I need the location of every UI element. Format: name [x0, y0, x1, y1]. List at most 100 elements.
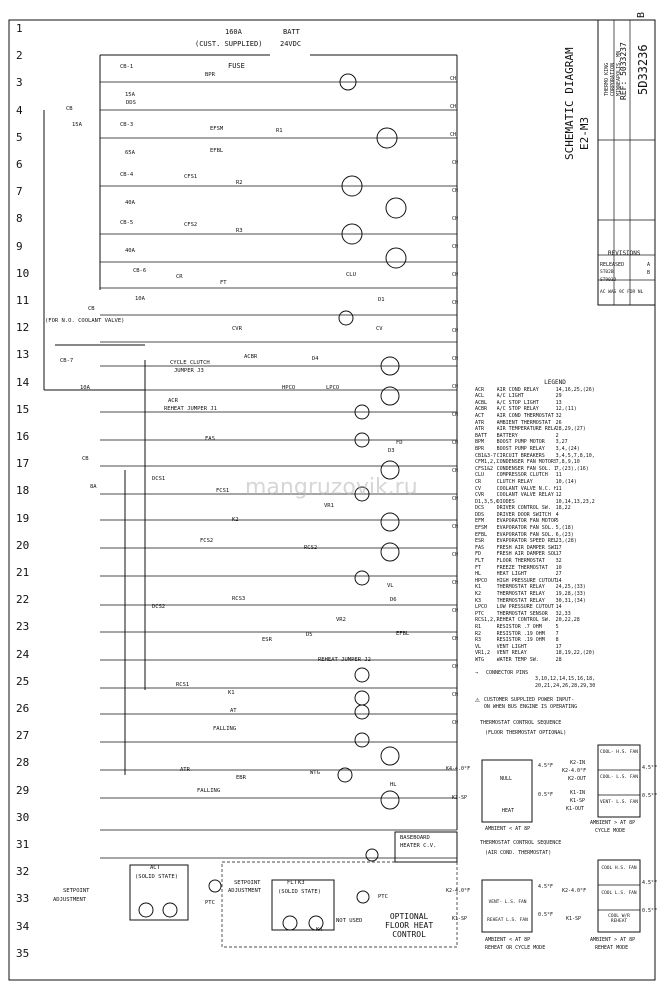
- device-circle: [341, 223, 363, 245]
- sequence-air-reheat-mode: REHEAT MODE: [595, 945, 629, 951]
- component-label-act-sub: (SOLID STATE): [135, 874, 179, 880]
- optional-floor-heat-label: OPTIONAL FLOOR HEAT CONTROL: [385, 912, 433, 939]
- legend-cell: 30,31,(34): [555, 597, 586, 604]
- sequence-floor-k2-40: K2-4.0°F: [562, 768, 587, 774]
- component-label-cb4: CB-4: [120, 172, 134, 178]
- row-number: 24: [16, 647, 30, 661]
- row-number: 20: [16, 538, 30, 552]
- row-number: 3: [16, 76, 23, 90]
- ch-label: CH: [452, 440, 459, 446]
- ch-label: CH: [450, 76, 457, 82]
- component-label-flt-sub: (SOLID STATE): [278, 889, 322, 895]
- component-label-setpoint: SETPOINT: [63, 888, 90, 894]
- legend-cell: 18,19,22,(20): [555, 650, 595, 657]
- ch-label: CH: [452, 244, 459, 250]
- warning-triangle-icon: ⚠: [475, 695, 480, 705]
- component-label-cr: CR: [176, 274, 183, 280]
- ch-label: CH: [452, 664, 459, 670]
- device-circle: [380, 386, 400, 406]
- drawing-number: 5D33236: [636, 44, 650, 95]
- device-circle: [380, 512, 400, 532]
- legend-cell: R2: [475, 630, 482, 637]
- component-label-acbr: ACBR: [244, 354, 258, 360]
- legend-cell: FREEZE THERMOSTAT: [496, 564, 548, 571]
- device-circle: [380, 746, 400, 766]
- component-label-adjustment: ADJUSTMENT: [53, 897, 87, 903]
- component-label-r1: R1: [276, 128, 283, 134]
- legend-cell: CFM1,2,3,4: [475, 459, 497, 466]
- ch-label: CH: [452, 356, 459, 362]
- legend-cell: BPM: [475, 439, 485, 446]
- legend-cell: D1,3,5,6,7: [475, 498, 497, 505]
- component-label-cb3: CB-3: [120, 122, 134, 128]
- component-label-vr1: VR1: [324, 503, 334, 509]
- component-label-hpco: HPCO: [282, 385, 296, 391]
- connector-pins: → CONNECTOR PINS: [475, 670, 595, 677]
- legend-cell: DRIVER DOOR SWITCH: [496, 511, 551, 518]
- component-label-k4: K4: [316, 927, 323, 933]
- device-circle: [339, 73, 357, 91]
- legend-cell: BATT: [475, 432, 488, 439]
- ch-label: CH: [452, 384, 459, 390]
- legend-cell: 32: [555, 412, 562, 419]
- component-label-cycle-clutch: CYCLE CLUTCH: [170, 360, 210, 366]
- row-number: 28: [16, 756, 30, 770]
- row-number: 35: [16, 946, 30, 960]
- ch-label: CH: [452, 524, 459, 530]
- row-number: 9: [16, 239, 23, 253]
- sequence-floor-p45b: 4.5°F: [642, 765, 658, 771]
- row-number: 22: [16, 593, 30, 607]
- ecn-2: ST903J: [600, 278, 617, 283]
- component-label-acr: ACR: [168, 398, 178, 404]
- component-label-rcs2: RCS2: [304, 545, 318, 551]
- ch-label: CH: [452, 412, 459, 418]
- legend-cell: 27: [555, 571, 562, 578]
- optional-floor-heat-box: [221, 861, 458, 948]
- legend-cell: 17: [555, 544, 562, 551]
- ch-label: CH: [452, 160, 459, 166]
- released-label: RELEASED: [600, 262, 625, 268]
- legend-cell: BATTERY: [496, 432, 518, 439]
- sequence-floor-vent-ls: VENT- L.S. FAN: [600, 800, 638, 805]
- sequence-air-amb-gt: AMBIENT > AT 8P: [590, 937, 636, 943]
- legend-cell: PTC: [475, 610, 485, 617]
- row-number: 5: [16, 130, 23, 144]
- sequence-floor-frame: [481, 744, 641, 823]
- component-label-k2: K2: [232, 517, 239, 523]
- legend-cell: WATER TEMP SW.: [496, 656, 539, 663]
- ch-label: CH: [452, 328, 459, 334]
- sequence-air-cool-re: COOL W/R REHEAT: [608, 914, 630, 924]
- legend-cell: 26: [555, 419, 562, 426]
- sequence-floor-cool-ls: COOL- L.S. FAN: [600, 775, 638, 780]
- legend-cell: ACR: [475, 386, 485, 393]
- component-label-act: ACT: [150, 865, 160, 871]
- sequence-air-vent: VENT- L.S. FAN: [488, 900, 527, 905]
- sequence-air-cool-hs: COOL H.S. FAN: [601, 866, 637, 871]
- legend-row: D1,3,5,6,7DIODES10,14,13,23,22,18: [475, 499, 595, 506]
- sheet-border: [8, 19, 656, 981]
- legend-cell: 11: [555, 472, 562, 479]
- sequence-air-reheat: REHEAT L.S. FAN: [487, 918, 528, 923]
- rev-b: B: [647, 270, 651, 276]
- component-label-reheat-j1: REHEAT JUMPER J1: [164, 406, 217, 412]
- ch-label: CH: [452, 692, 459, 698]
- component-label-lpco: LPCO: [326, 385, 340, 391]
- ch-label: CH: [452, 496, 459, 502]
- ch-label: CH: [452, 300, 459, 306]
- legend-cell: A/C STOP RELAY: [496, 406, 539, 413]
- legend-cell: CONDENSER FAN SOL. 1 & 2: [496, 465, 556, 472]
- device-circle: [354, 432, 370, 448]
- legend-cell: 28,29,(27): [555, 426, 586, 433]
- legend-cell: FLT: [475, 558, 485, 565]
- legend-cell: WTG: [475, 656, 485, 663]
